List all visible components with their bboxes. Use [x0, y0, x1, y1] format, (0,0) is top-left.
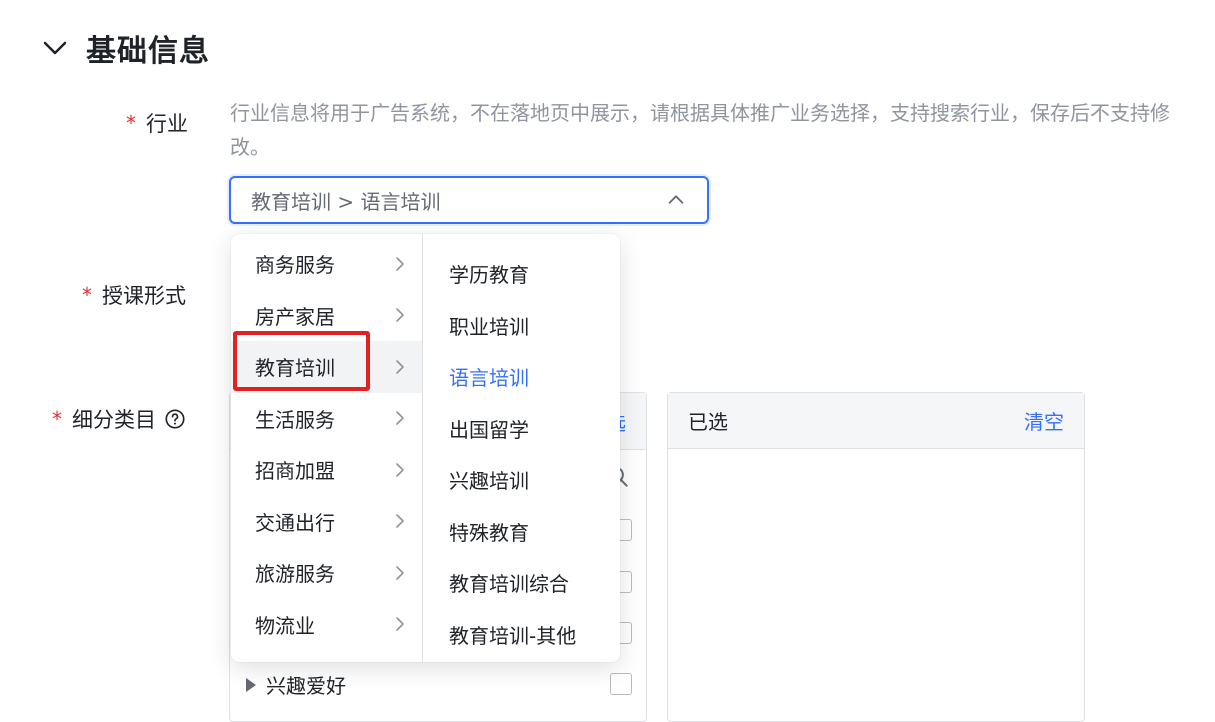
cascader-sub-option[interactable]: 教育培训-其他 — [449, 623, 577, 648]
cascader-sub-option[interactable]: 特殊教育 — [449, 520, 529, 545]
subcategory-label-text: 细分类目 — [72, 408, 156, 432]
cascader-option-label: 旅游服务 — [255, 562, 335, 587]
teaching-label: * 授课形式 — [82, 280, 186, 310]
cascader-option[interactable]: 生活服务 — [231, 393, 422, 445]
cascader-option[interactable]: 房产家居 — [231, 290, 422, 342]
caret-right-icon[interactable] — [246, 677, 256, 692]
cascader-option-label: 房产家居 — [255, 304, 335, 329]
chevron-right-icon — [396, 256, 404, 271]
cascader-sub-option[interactable]: 学历教育 — [449, 263, 529, 288]
cascader-option[interactable]: 旅游服务 — [231, 547, 422, 599]
required-mark: * — [52, 407, 62, 431]
teaching-label-text: 授课形式 — [102, 284, 186, 308]
cascader-secondary-column: 学历教育 职业培训 语言培训 出国留学 兴趣培训 特殊教育 教育培训综合 教育培… — [423, 234, 620, 662]
cascader-option-label: 交通出行 — [255, 510, 335, 535]
cascader-option-label: 招商加盟 — [255, 459, 335, 484]
chevron-right-icon — [396, 617, 404, 632]
cascader-option[interactable]: 招商加盟 — [231, 444, 422, 496]
tree-item[interactable]: 兴趣爱好 — [246, 670, 346, 699]
chevron-right-icon — [396, 514, 404, 529]
cascader-sub-option-selected[interactable]: 语言培训 — [449, 366, 529, 391]
subcategory-label: * 细分类目 — [52, 404, 186, 434]
cascader-option-label: 物流业 — [255, 613, 315, 638]
chevron-down-icon[interactable] — [40, 33, 70, 63]
cascader-option[interactable]: 物流业 — [231, 599, 422, 651]
cascader-primary-column: 商务服务 房产家居 教育培训 生活服务 招商加盟 交通出行 旅游服务 物流业 — [231, 234, 423, 662]
cascader-option[interactable]: 商务服务 — [231, 238, 422, 290]
industry-select[interactable]: 教育培训 > 语言培训 — [229, 176, 709, 224]
selected-panel-header: 已选 清空 — [668, 393, 1084, 449]
industry-helper-text: 行业信息将用于广告系统，不在落地页中展示，请根据具体推广业务选择，支持搜索行业，… — [230, 101, 1170, 159]
section-title: 基础信息 — [86, 34, 210, 69]
cascader-option[interactable]: 交通出行 — [231, 496, 422, 548]
cascader-sub-option[interactable]: 教育培训综合 — [449, 572, 569, 597]
chevron-right-icon — [396, 565, 404, 580]
required-mark: * — [82, 283, 92, 307]
industry-select-value: 教育培训 > 语言培训 — [251, 189, 441, 214]
cascader-sub-option[interactable]: 出国留学 — [449, 417, 529, 442]
cascader-option-active[interactable]: 教育培训 — [231, 341, 422, 393]
cascader-sub-option[interactable]: 兴趣培训 — [449, 469, 529, 494]
section-header[interactable]: 基础信息 — [40, 26, 210, 70]
chevron-right-icon — [396, 308, 404, 323]
chevron-right-icon — [396, 462, 404, 477]
help-icon[interactable] — [164, 408, 186, 430]
selected-panel-title: 已选 — [688, 410, 728, 434]
cascader-option-label: 商务服务 — [255, 253, 335, 278]
chevron-right-icon — [396, 359, 404, 374]
cascader-option-label: 生活服务 — [255, 407, 335, 432]
cascader-sub-option[interactable]: 职业培训 — [449, 314, 529, 339]
chevron-right-icon — [396, 411, 404, 426]
checkbox[interactable] — [610, 673, 632, 695]
clear-button[interactable]: 清空 — [1024, 410, 1064, 434]
industry-label-text: 行业 — [146, 112, 188, 136]
industry-label: * 行业 — [126, 108, 188, 138]
required-mark: * — [126, 111, 136, 135]
cascader-option-label: 教育培训 — [255, 356, 335, 381]
industry-cascader-dropdown: 商务服务 房产家居 教育培训 生活服务 招商加盟 交通出行 旅游服务 物流业 — [231, 234, 620, 662]
tree-item-label: 兴趣爱好 — [266, 674, 346, 698]
chevron-up-icon[interactable] — [665, 189, 687, 211]
